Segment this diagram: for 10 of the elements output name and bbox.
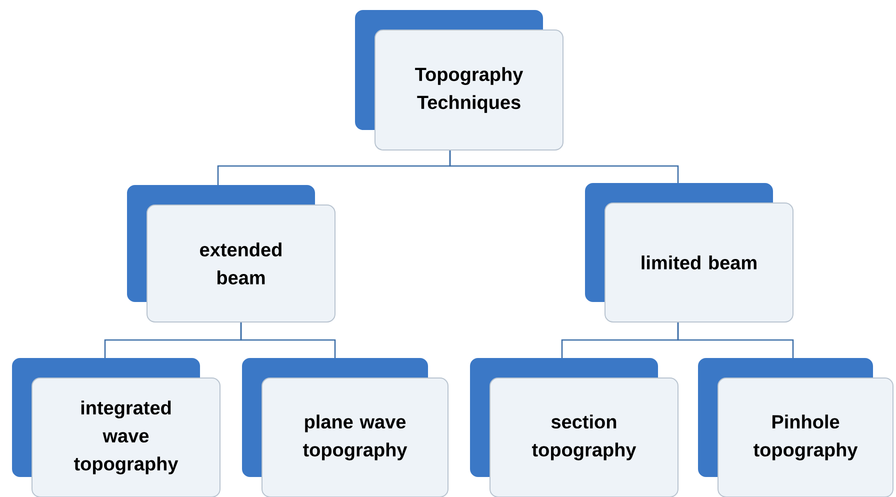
process-box: plane wave topography xyxy=(242,358,448,497)
process-box: integrated wave topography xyxy=(12,358,220,497)
process-box: limited beam xyxy=(585,183,794,322)
process-box: Topography Techniques xyxy=(355,10,564,150)
connector-line xyxy=(677,322,794,358)
process-box: Pinhole topography xyxy=(698,358,894,497)
connector-line xyxy=(240,322,336,358)
process-box: extended beam xyxy=(127,185,336,322)
connector-line xyxy=(449,150,679,183)
process-box: section topography xyxy=(470,358,678,497)
